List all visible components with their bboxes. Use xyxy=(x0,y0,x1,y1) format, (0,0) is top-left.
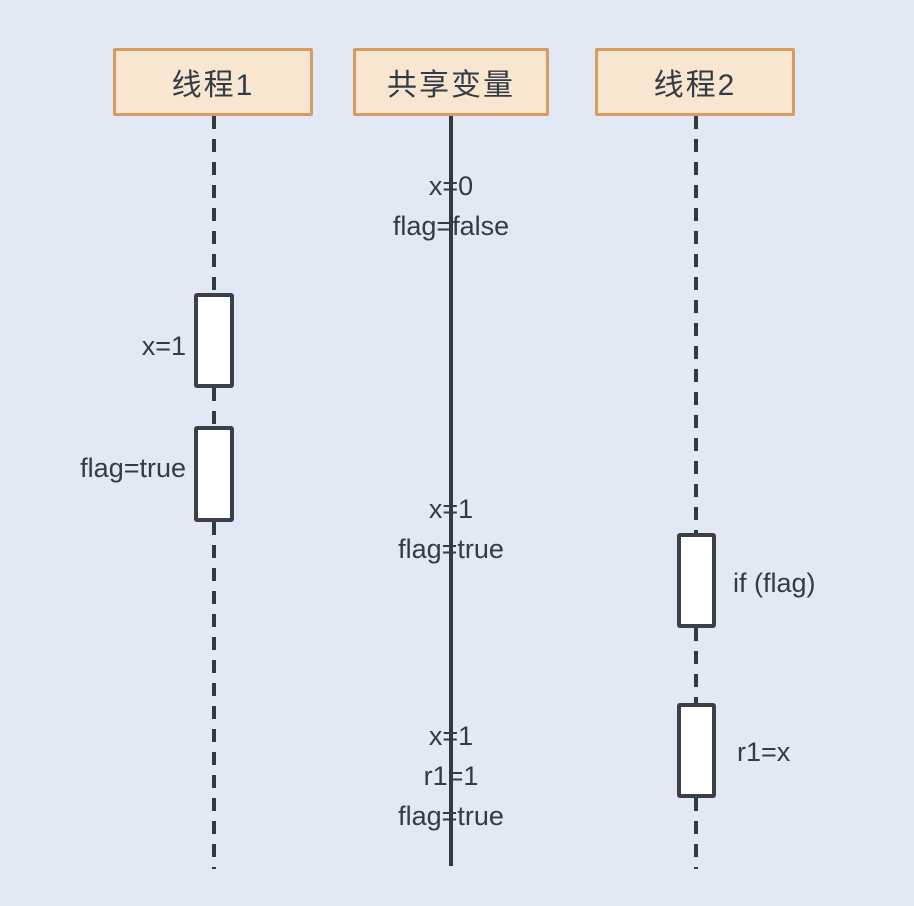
lifeline-header-thread1: 线程1 xyxy=(113,48,313,116)
shared-state-block-after-thread1: x=1 flag=true xyxy=(301,489,601,569)
activation-box-thread1-flagtrue xyxy=(194,426,234,522)
shared-state-block-final: x=1 r1=1 flag=true xyxy=(301,716,601,836)
activation-label-flagtrue: flag=true xyxy=(80,453,186,483)
shared-state-line: flag=true xyxy=(398,801,504,831)
activation-label-r1x: r1=x xyxy=(737,737,791,767)
activation-box-thread2-r1x xyxy=(677,703,716,798)
activation-box-thread1-x1 xyxy=(194,293,234,388)
lifeline-header-thread1-label: 线程1 xyxy=(171,69,255,102)
shared-state-line: flag=false xyxy=(392,211,510,241)
lifeline-header-thread2: 线程2 xyxy=(595,48,795,116)
shared-state-line: x=0 xyxy=(428,171,474,201)
lifeline-header-shared-variable-label: 共享变量 xyxy=(387,69,515,102)
activation-label-ifflag: if (flag) xyxy=(733,568,816,598)
lifeline-header-shared-variable: 共享变量 xyxy=(353,48,549,116)
shared-state-line: r1=1 xyxy=(423,761,479,791)
shared-state-line: x=1 xyxy=(428,494,474,524)
shared-state-line: flag=true xyxy=(398,534,504,564)
lifeline-header-thread2-label: 线程2 xyxy=(653,69,737,102)
activation-label-x1: x=1 xyxy=(141,331,186,361)
shared-state-line: x=1 xyxy=(428,721,474,751)
shared-state-block-initial: x=0 flag=false xyxy=(301,166,601,246)
activation-box-thread2-ifflag xyxy=(677,533,716,628)
